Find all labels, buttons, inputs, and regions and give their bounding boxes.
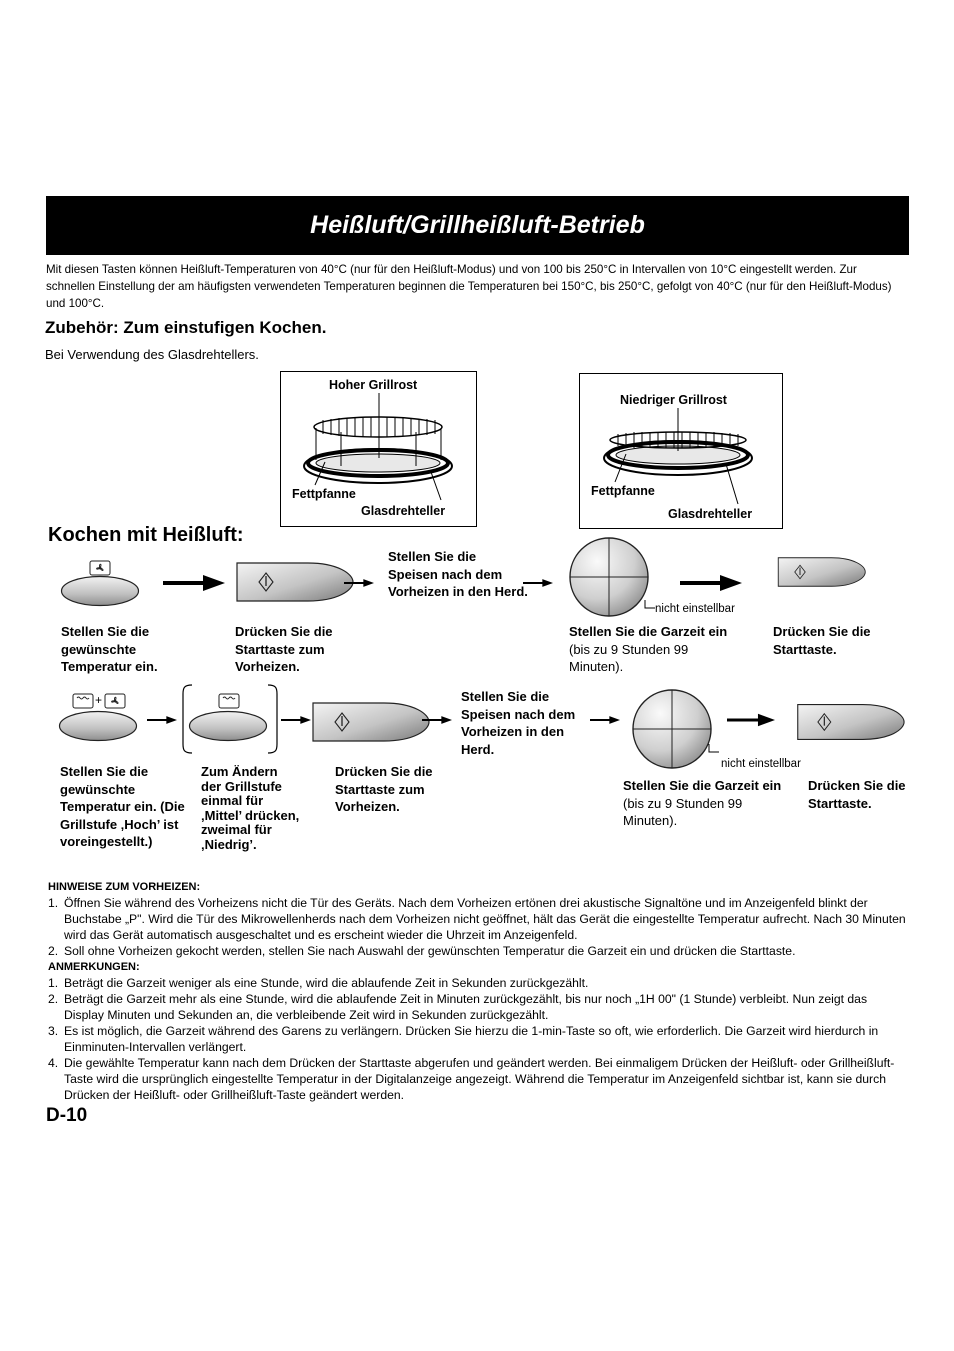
row2-dial-note: nicht einstellbar xyxy=(721,758,801,770)
remarks-heading: ANMERKUNGEN: xyxy=(48,961,140,973)
arrow-icon xyxy=(281,712,311,728)
preheat-note: 1.Öffnen Sie während des Vorheizens nich… xyxy=(48,896,906,942)
row2-step5-bold: Stellen Sie die Garzeit ein xyxy=(623,778,782,793)
start-key[interactable] xyxy=(795,700,905,744)
high-rack-turntable-label: Glasdrehteller xyxy=(361,504,446,518)
hot-air-key[interactable] xyxy=(60,575,140,607)
fan-icon xyxy=(89,560,111,576)
cooking-heading: Kochen mit Heißluft: xyxy=(48,524,244,546)
row1-step4-bold: Stellen Sie die Garzeit ein xyxy=(569,624,728,639)
timer-dial[interactable] xyxy=(568,536,650,618)
grill-icon xyxy=(72,693,94,709)
page-number: D-10 xyxy=(46,1105,88,1126)
arrow-icon xyxy=(523,575,553,591)
low-rack-illustration xyxy=(603,408,753,505)
fan-icon xyxy=(104,693,126,709)
start-key[interactable] xyxy=(310,700,430,744)
dial-note-leader xyxy=(644,600,655,609)
dial-note-leader xyxy=(708,744,719,753)
remark-note: 4.Die gewählte Temperatur kann nach dem … xyxy=(48,1056,895,1102)
accessories-subheading: Bei Verwendung des Glasdrehtellers. xyxy=(45,347,259,362)
low-rack-diagram: Niedriger Grillrost Fettpfanne Glasdreht… xyxy=(579,373,783,529)
high-rack-pan-label: Fettpfanne xyxy=(292,487,356,501)
start-key[interactable] xyxy=(234,560,354,604)
row1-step4-normal: (bis zu 9 Stunden 99 Minuten). xyxy=(569,641,689,675)
row2-step5-text: Stellen Sie die Garzeit ein (bis zu 9 St… xyxy=(623,777,788,830)
grill-hot-air-key[interactable] xyxy=(58,710,138,742)
row2-step2-text: Zum Ändern der Grillstufe einmal für ‚Mi… xyxy=(201,764,300,852)
high-rack-diagram: Hoher Grillrost Fettpfanne Glasdrehtelle… xyxy=(280,371,477,527)
low-rack-turntable-label: Glasdrehteller xyxy=(668,507,753,521)
low-rack-pan-label: Fettpfanne xyxy=(591,484,655,498)
row1-step1-text: Stellen Sie die gewünschte Temperatur ei… xyxy=(61,624,158,674)
row2-step4-text: Stellen Sie die Speisen nach dem Vorheiz… xyxy=(461,689,576,757)
row2-step6-text: Drücken Sie die Starttaste. xyxy=(808,778,906,811)
row1-step4-text: Stellen Sie die Garzeit ein (bis zu 9 St… xyxy=(569,623,734,676)
preheat-heading: HINWEISE ZUM VORHEIZEN: xyxy=(48,881,201,893)
row1-step2-text: Drücken Sie die Starttaste zum Vorheizen… xyxy=(235,624,333,674)
arrow-icon xyxy=(163,575,225,591)
remark-note: 2.Beträgt die Garzeit mehr als eine Stun… xyxy=(48,992,868,1022)
row1-dial-note: nicht einstellbar xyxy=(655,603,735,615)
row1-step3-text: Stellen Sie die Speisen nach dem Vorheiz… xyxy=(388,549,528,599)
grill-icon xyxy=(218,693,240,709)
accessories-heading: Zubehör: Zum einstufigen Kochen. xyxy=(45,318,327,337)
intro-paragraph: Mit diesen Tasten können Heißluft-Temper… xyxy=(46,263,892,310)
remark-note: 1.Beträgt die Garzeit weniger als eine S… xyxy=(48,976,589,990)
row1-step5-text: Drücken Sie die Starttaste. xyxy=(773,624,871,657)
notes-section: HINWEISE ZUM VORHEIZEN: 1.Öffnen Sie wäh… xyxy=(48,879,910,1103)
preheat-note: 2.Soll ohne Vorheizen gekocht werden, st… xyxy=(48,944,796,958)
row2-step5-normal: (bis zu 9 Stunden 99 Minuten). xyxy=(623,795,743,829)
arrow-icon xyxy=(422,712,452,728)
grill-key[interactable] xyxy=(188,710,268,742)
arrow-icon xyxy=(727,712,775,728)
start-key[interactable] xyxy=(776,550,866,594)
arrow-icon xyxy=(680,575,742,591)
arrow-icon xyxy=(147,712,177,728)
page-title: Heißluft/Grillheißluft-Betrieb xyxy=(310,211,645,239)
arrow-icon xyxy=(344,575,374,591)
title-bar: Heißluft/Grillheißluft-Betrieb xyxy=(46,196,909,255)
row2-step3-text: Drücken Sie die Starttaste zum Vorheizen… xyxy=(335,764,433,814)
high-rack-illustration xyxy=(303,393,453,501)
high-rack-label: Hoher Grillrost xyxy=(329,378,418,392)
low-rack-label: Niedriger Grillrost xyxy=(620,393,727,407)
bracket xyxy=(182,684,278,754)
arrow-icon xyxy=(590,712,620,728)
timer-dial[interactable] xyxy=(631,688,713,770)
plus-sign: + xyxy=(95,693,103,707)
remark-note: 3.Es ist möglich, die Garzeit während de… xyxy=(48,1024,879,1054)
row2-step1-text: Stellen Sie die gewünschte Temperatur ei… xyxy=(60,764,185,849)
